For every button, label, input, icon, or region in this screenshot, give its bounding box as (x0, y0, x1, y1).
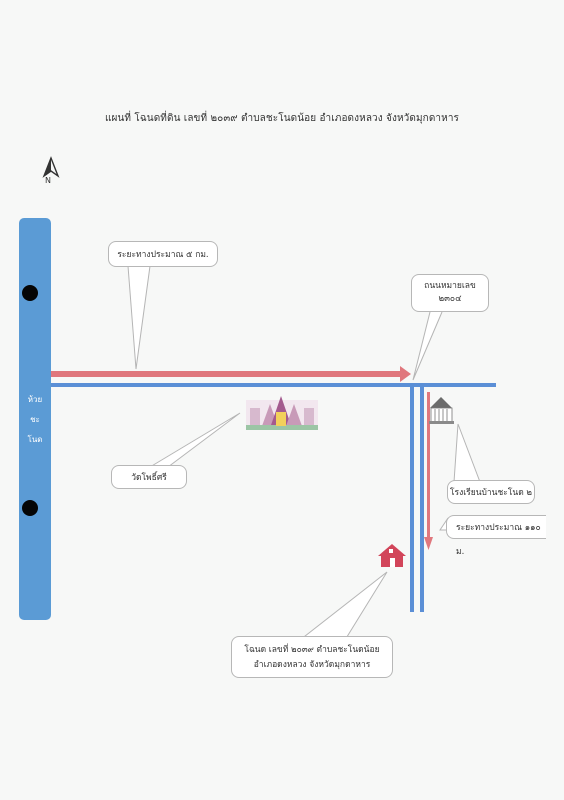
callout-school-text: โรงเรียนบ้านชะโนด ๒ (449, 488, 533, 498)
main-road (51, 383, 496, 387)
stream-bar (19, 218, 51, 620)
callout-plot-line2: อำเภอดงหลวง จังหวัดมุกดาหาร (253, 660, 371, 670)
callout-road: ถนนหมายเลข ๒๓๐๔ (411, 274, 489, 312)
callout-distance-110m: ระยะทางประมาณ ๑๑๐ ม. (446, 515, 546, 557)
callout-road-line1: ถนนหมายเลข (424, 281, 476, 291)
callout-distance-5km-text: ระยะทางประมาณ ๕ กม. (117, 250, 209, 260)
callout-temple-text: วัดโพธิ์ศรี (131, 473, 167, 483)
house-icon (378, 544, 406, 567)
map-title: แผนที่ โฉนดที่ดิน เลขที่ ๒๐๓๙ ตำบลชะโนดน… (104, 113, 460, 124)
pointer-plot (299, 571, 388, 641)
punch-hole-bottom (22, 500, 38, 516)
side-road-right (420, 385, 424, 612)
punch-hole-top (22, 285, 38, 301)
pointer-school (453, 423, 481, 483)
north-label: N (45, 176, 51, 185)
callout-temple: วัดโพธิ์ศรี (111, 465, 187, 489)
callout-plot: โฉนด เลขที่ ๒๐๓๙ ตำบลชะโนดน้อย อำเภอดงหล… (231, 636, 393, 678)
pointer-temple (149, 412, 241, 468)
temple-icon (246, 396, 318, 430)
route-arrow-horizontal (51, 371, 401, 377)
stream-label-line: ห้วย (27, 395, 43, 404)
callout-distance-5km: ระยะทางประมาณ ๕ กม. (108, 241, 218, 267)
callout-school: โรงเรียนบ้านชะโนด ๒ (447, 480, 535, 504)
stream-label-line: โนด (27, 435, 43, 444)
route-arrow-head-vertical (424, 537, 433, 550)
pointer-road (412, 311, 443, 381)
side-road-left (410, 385, 414, 612)
stream-label: ห้วย ชะ โนด (19, 390, 51, 450)
route-arrow-vertical (427, 392, 430, 537)
callout-pointers (127, 265, 481, 641)
route-arrow-head-horizontal (400, 366, 411, 382)
pointer-distance-5km (127, 265, 151, 370)
school-icon (429, 397, 454, 424)
callout-plot-line1: โฉนด เลขที่ ๒๐๓๙ ตำบลชะโนดน้อย (244, 645, 380, 655)
north-arrow-icon (42, 156, 60, 178)
stream-label-line: ชะ (30, 415, 40, 424)
callout-road-line2: ๒๓๐๔ (438, 294, 462, 304)
callout-distance-110m-text: ระยะทางประมาณ ๑๑๐ ม. (456, 523, 541, 557)
